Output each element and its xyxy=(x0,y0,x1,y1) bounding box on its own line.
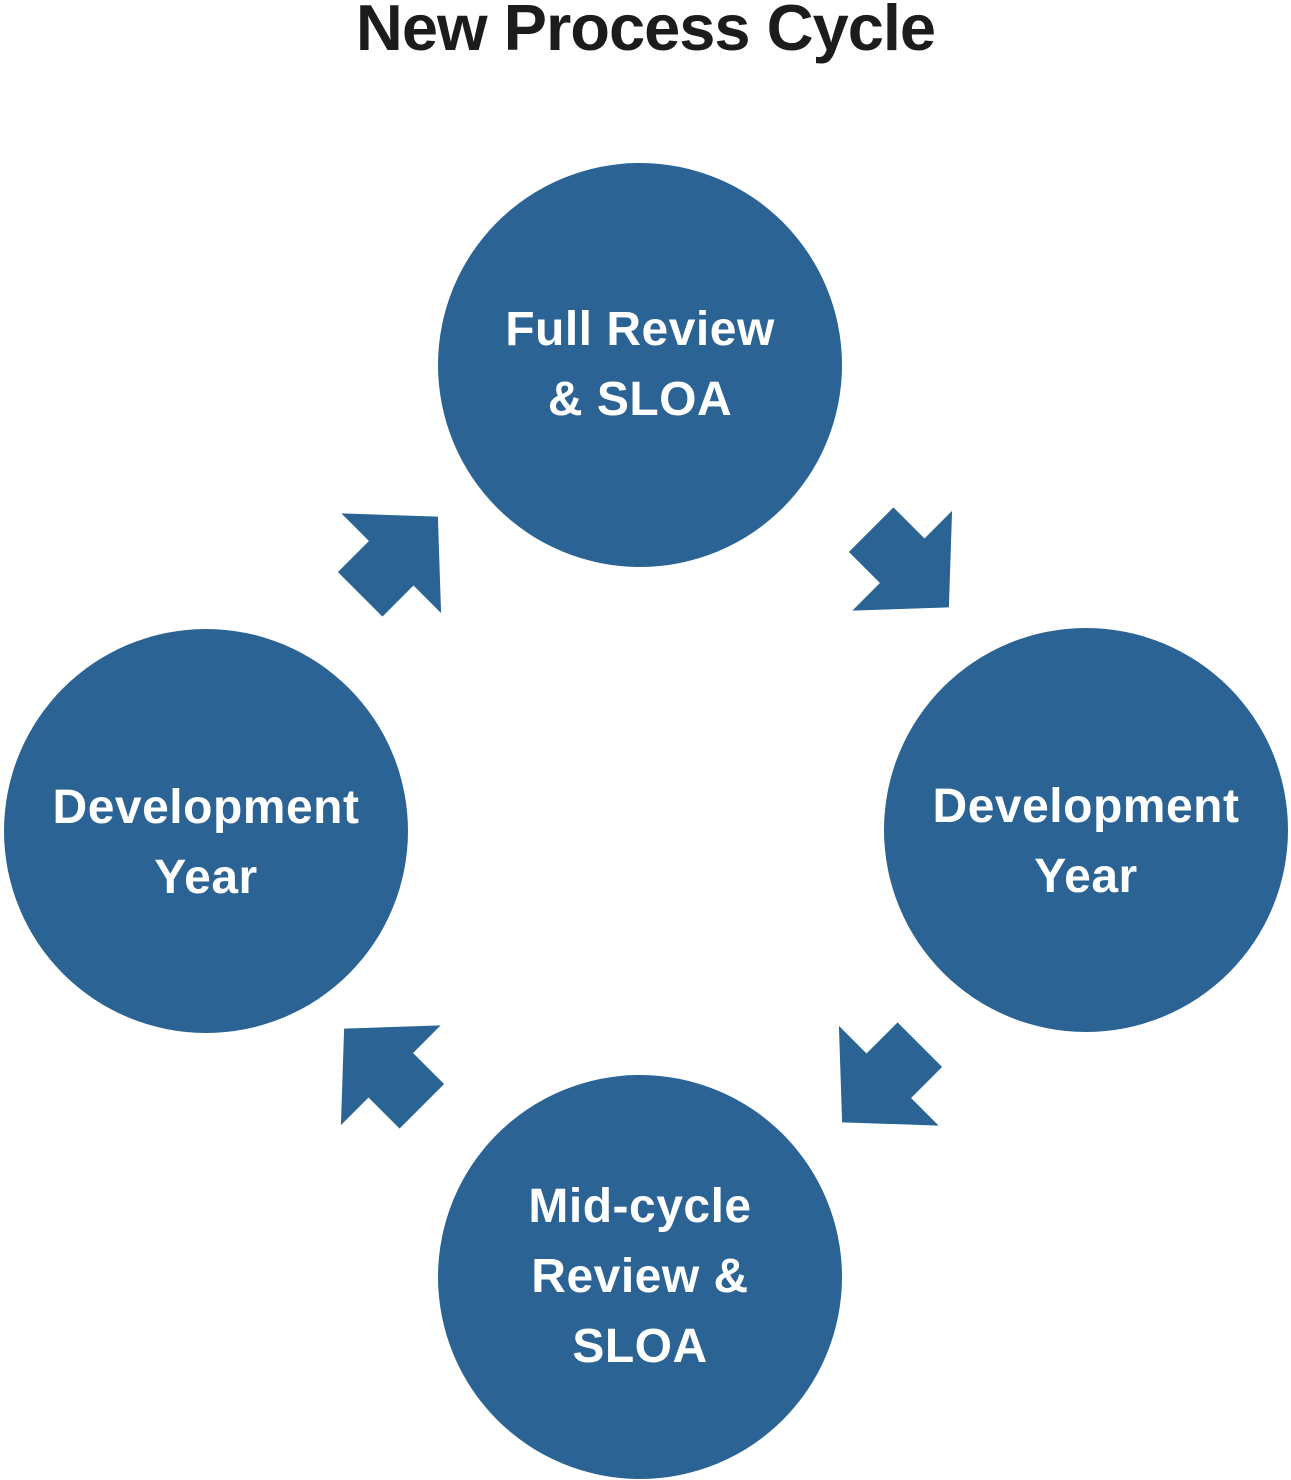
arrow-shape xyxy=(340,1025,445,1129)
node-label: Full Review & SLOA xyxy=(505,295,775,435)
node-label: Mid-cycle Review & SLOA xyxy=(528,1172,751,1382)
cycle-node-full-review-sloa: Full Review & SLOA xyxy=(438,163,842,567)
arrow-up-left-icon xyxy=(340,1025,445,1129)
arrow-shape xyxy=(838,1022,943,1126)
cycle-node-mid-cycle-review-sloa: Mid-cycle Review & SLOA xyxy=(438,1075,842,1479)
node-label-line: & SLOA xyxy=(547,373,733,426)
node-label-line: Review & xyxy=(531,1250,749,1303)
arrow-down-right-icon xyxy=(848,507,953,611)
node-label-line: Development xyxy=(52,781,360,834)
node-label-line: SLOA xyxy=(572,1320,708,1373)
node-label-line: Year xyxy=(1034,850,1138,903)
node-label: Development Year xyxy=(53,773,360,913)
node-label: Development Year xyxy=(933,772,1240,912)
cycle-node-development-year-left: Development Year xyxy=(4,629,408,1033)
arrow-shape xyxy=(848,507,953,611)
node-label-line: Mid-cycle xyxy=(528,1180,752,1233)
arrow-down-left-icon xyxy=(838,1022,943,1126)
cycle-node-development-year-right: Development Year xyxy=(884,628,1288,1032)
diagram-title: New Process Cycle xyxy=(355,0,936,64)
arrow-shape xyxy=(337,513,442,617)
node-label-line: Full Review xyxy=(505,303,775,356)
arrow-up-right-icon xyxy=(337,513,442,617)
node-label-line: Development xyxy=(932,780,1240,833)
node-label-line: Year xyxy=(154,851,258,904)
